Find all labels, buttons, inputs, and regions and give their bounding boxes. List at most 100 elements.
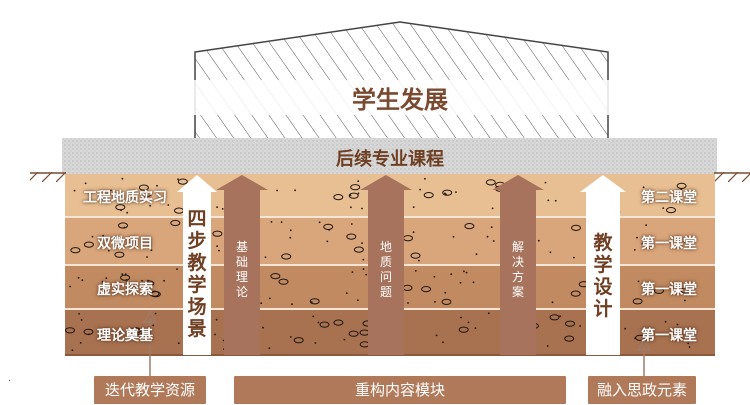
soil-speck — [289, 236, 292, 239]
right-layer-label-2: 第一课堂 — [641, 236, 697, 252]
soil-speck — [624, 327, 627, 330]
soil-speck — [475, 253, 478, 256]
soil-speck — [289, 229, 292, 232]
soil-speck — [645, 224, 647, 227]
soil-speck — [71, 349, 74, 352]
pebble — [571, 224, 581, 231]
soil-speck — [127, 329, 130, 331]
pebble — [323, 223, 334, 230]
foundation-theory-label: 基础理论 — [235, 240, 248, 299]
soil-speck — [642, 186, 645, 189]
soil-speck — [134, 283, 137, 285]
left-layer-label-2: 双微项目 — [97, 236, 153, 252]
soil-speck — [294, 189, 296, 192]
soil-speck — [486, 235, 489, 238]
soil-speck — [176, 268, 178, 270]
soil-speck — [357, 299, 359, 301]
soil-speck — [216, 206, 219, 209]
pebble — [278, 278, 289, 285]
soil-speck — [84, 182, 87, 185]
soil-speck — [77, 276, 80, 279]
soil-speck — [121, 177, 124, 180]
soil-speck — [419, 188, 421, 191]
soil-speck — [559, 315, 561, 318]
soil-speck — [444, 291, 447, 294]
soil-speck — [102, 234, 104, 237]
soil-speck — [361, 207, 363, 210]
pebble — [654, 287, 664, 294]
follow-up-course-title: 后续专业课程 — [336, 149, 444, 170]
soil-speck — [154, 312, 157, 315]
soil-speck — [79, 342, 82, 344]
soil-speck — [474, 327, 477, 329]
pebble — [138, 184, 149, 191]
soil-speck — [351, 271, 354, 273]
soil-speck — [124, 273, 127, 275]
soil-speck — [455, 191, 457, 194]
pebble — [350, 184, 361, 191]
course-band — [62, 138, 717, 174]
pebble — [133, 328, 144, 335]
right-layer-label-4: 第一课堂 — [641, 328, 697, 344]
pebble — [421, 286, 432, 293]
soil-speck — [361, 242, 363, 245]
soil-speck — [73, 189, 76, 192]
soil-speck — [149, 204, 152, 207]
soil-speck — [350, 223, 353, 225]
pebble — [114, 251, 125, 258]
arrow-foundation — [216, 175, 268, 355]
soil-speck — [128, 330, 131, 333]
soil-speck — [126, 211, 129, 214]
soil-speck — [664, 320, 667, 323]
soil-speck — [107, 249, 110, 252]
pebble — [348, 192, 359, 199]
soil-speck — [641, 242, 644, 245]
soil-speck — [662, 207, 665, 210]
soil-speck — [146, 256, 148, 258]
soil-speck — [424, 177, 426, 180]
arrow-solution — [492, 175, 544, 355]
soil-speck — [291, 303, 293, 306]
soil-speck — [121, 273, 124, 276]
pebble — [353, 246, 364, 253]
soil-speck — [110, 189, 112, 192]
pebble — [458, 326, 469, 333]
teaching-design-label: 教学设计 — [593, 232, 613, 320]
soil-speck — [433, 275, 436, 278]
soil-speck — [87, 333, 90, 336]
soil-speck — [537, 239, 540, 242]
soil-speck — [78, 313, 80, 315]
soil-speck — [450, 273, 453, 276]
left-layer-label-4: 理论奠基 — [97, 328, 153, 344]
soil-speck — [312, 315, 315, 318]
soil-speck — [310, 301, 313, 304]
pebble — [680, 287, 691, 294]
soil-speck — [216, 245, 219, 248]
soil-speck — [167, 204, 170, 206]
pebble — [120, 274, 131, 281]
soil-speck — [547, 199, 550, 202]
soil-speck — [152, 324, 155, 327]
soil-speck — [289, 336, 292, 338]
soil-speck — [467, 321, 470, 324]
soil-speck — [345, 292, 348, 294]
pebble — [281, 253, 292, 260]
soil-speck — [688, 346, 691, 348]
pebble — [565, 320, 575, 327]
soil-speck — [317, 321, 320, 324]
soil-speck — [91, 235, 94, 238]
soil-speck — [637, 280, 640, 283]
pebble — [319, 321, 330, 328]
soil-speck — [105, 277, 108, 280]
pebble — [632, 298, 643, 305]
soil-speck — [221, 208, 224, 210]
soil-speck — [260, 302, 263, 305]
student-development-title: 学生发展 — [190, 80, 610, 115]
soil-speck — [147, 279, 150, 282]
soil-speck — [328, 229, 330, 231]
soil-speck — [492, 240, 495, 242]
soil-speck — [551, 301, 554, 304]
soil-speck — [357, 180, 360, 183]
arrow-design — [580, 175, 626, 355]
